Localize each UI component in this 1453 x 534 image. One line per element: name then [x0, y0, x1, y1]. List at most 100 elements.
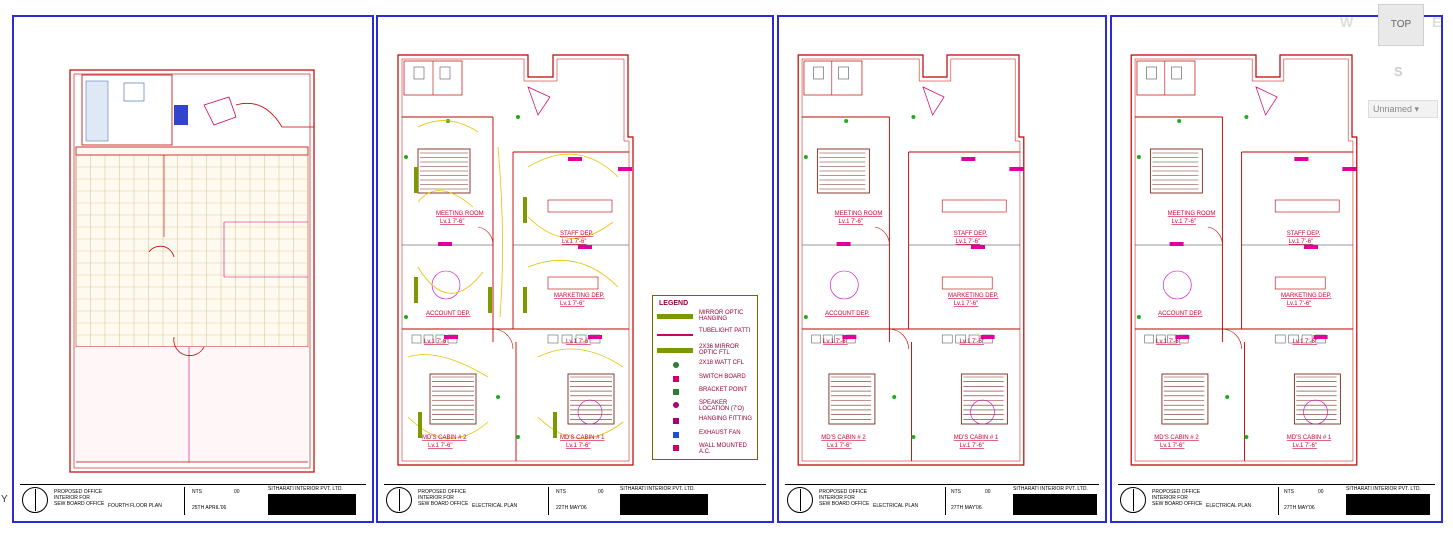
- svg-text:Lv.1 7'-6": Lv.1 7'-6": [1292, 443, 1317, 449]
- svg-text:Lv.1 7'-6": Lv.1 7'-6": [560, 301, 585, 307]
- north-arrow-icon: [22, 487, 48, 513]
- svg-text:Lv.1 7'-6": Lv.1 7'-6": [956, 239, 981, 245]
- scale-value: NTS: [192, 489, 202, 495]
- svg-text:Lv.1 7'-6": Lv.1 7'-6": [1160, 443, 1185, 449]
- svg-text:Lv.1 7'-6": Lv.1 7'-6": [959, 443, 984, 449]
- svg-text:MARKETING DEP.: MARKETING DEP.: [554, 293, 605, 299]
- svg-text:MARKETING DEP.: MARKETING DEP.: [1281, 293, 1332, 299]
- cfl-icon: [673, 362, 679, 368]
- date-value: 25TH APRIL'06: [192, 505, 227, 511]
- redacted-block: [1346, 494, 1430, 515]
- firm-name: SITHARATI INTERIOR PVT. LTD.: [268, 486, 343, 492]
- chevron-down-icon: ▾: [1414, 104, 1420, 114]
- svg-text:MD'S CABIN # 1: MD'S CABIN # 1: [954, 435, 999, 441]
- drawing-sheet-electrical-2[interactable]: MEETING ROOM Lv.1 7'-6" STAFF DEP. Lv.1 7'-…: [777, 15, 1107, 523]
- legend-item-label: HANGING FITTING: [699, 416, 752, 422]
- legend-item: HANGING FITTING: [657, 416, 753, 428]
- revision-value: 00: [598, 489, 604, 495]
- svg-text:MD'S CABIN # 2: MD'S CABIN # 2: [821, 435, 866, 441]
- north-arrow-icon: [787, 487, 813, 513]
- svg-text:MEETING ROOM: MEETING ROOM: [436, 211, 484, 217]
- viewcube-top-face[interactable]: TOP: [1378, 4, 1424, 46]
- svg-text:Lv.1 7'-6": Lv.1 7'-6": [424, 339, 449, 345]
- svg-text:Lv.1 7'-6": Lv.1 7'-6": [566, 443, 591, 449]
- legend-item-label: SPEAKER LOCATION (7'O): [699, 400, 745, 412]
- legend-item-label: MIRROR OPTIC HANGING: [699, 310, 744, 322]
- legend-item-label: TUBELIGHT PATTI: [699, 328, 751, 334]
- legend-item: 2X36 MIRROR OPTIC FTL: [657, 344, 753, 356]
- firm-name: SITHARATI INTERIOR PVT. LTD.: [1346, 486, 1421, 492]
- legend-panel: LEGEND MIRROR OPTIC HANGING TUBELIGHT PAT…: [652, 295, 758, 460]
- ac-icon: [673, 445, 679, 451]
- viewcube-south-label[interactable]: S: [1394, 64, 1403, 79]
- legend-item: SPEAKER LOCATION (7'O): [657, 400, 753, 412]
- plan-title: ELECTRICAL PLAN: [472, 503, 518, 509]
- svg-text:Lv.1 7'-6": Lv.1 7'-6": [562, 239, 587, 245]
- svg-text:Lv.1 7'-6": Lv.1 7'-6": [839, 219, 864, 225]
- date-value: 27TH MAY'06: [1284, 505, 1315, 511]
- svg-text:MARKETING DEP.: MARKETING DEP.: [948, 293, 999, 299]
- speaker-icon: [673, 402, 679, 408]
- date-value: 22TH MAY'06: [556, 505, 587, 511]
- svg-text:Lv.1 7'-6": Lv.1 7'-6": [954, 301, 979, 307]
- legend-title: LEGEND: [659, 300, 689, 307]
- legend-item-label: SWITCH BOARD: [699, 374, 746, 380]
- svg-text:Lv.1 7'-6": Lv.1 7'-6": [827, 443, 852, 449]
- view-name-label: Unnamed: [1373, 104, 1413, 114]
- legend-item: 2X18 WATT CFL: [657, 360, 753, 372]
- scale-value: NTS: [1284, 489, 1294, 495]
- svg-text:Lv.1 7'-6": Lv.1 7'-6": [428, 443, 453, 449]
- date-value: 27TH MAY'06: [951, 505, 982, 511]
- drawing-sheet-electrical-1[interactable]: MEETING ROOM Lv.1 7'-6" STAFF DEP. Lv.1 7'-…: [376, 15, 774, 523]
- north-arrow-icon: [386, 487, 412, 513]
- legend-item: EXHAUST FAN: [657, 430, 753, 442]
- svg-text:MEETING ROOM: MEETING ROOM: [835, 211, 883, 217]
- redacted-block: [1013, 494, 1097, 515]
- hanging-fitting-icon: [673, 418, 679, 424]
- north-arrow-icon: [1120, 487, 1146, 513]
- svg-text:Lv.1 7'-6": Lv.1 7'-6": [1172, 219, 1197, 225]
- redacted-block: [620, 494, 708, 515]
- legend-item-label: 2X36 MIRROR OPTIC FTL: [699, 344, 740, 356]
- svg-text:STAFF DEP.: STAFF DEP.: [560, 231, 594, 237]
- legend-item-label: BRACKET POINT: [699, 387, 748, 393]
- svg-text:Lv.1 7'-6": Lv.1 7'-6": [1156, 339, 1181, 345]
- plan-title: ELECTRICAL PLAN: [873, 503, 919, 509]
- revision-value: 00: [985, 489, 991, 495]
- scale-value: NTS: [556, 489, 566, 495]
- revision-value: 00: [1318, 489, 1324, 495]
- viewcube-west-label[interactable]: W: [1340, 14, 1354, 30]
- legend-item: SWITCH BOARD: [657, 374, 753, 386]
- svg-text:ACCOUNT DEP.: ACCOUNT DEP.: [1158, 311, 1203, 317]
- legend-item-label: WALL MOUNTED A.C.: [699, 443, 747, 455]
- legend-item-label: 2X18 WATT CFL: [699, 360, 744, 366]
- viewcube-east-label[interactable]: E: [1432, 14, 1442, 30]
- firm-name: SITHARATI INTERIOR PVT. LTD.: [1013, 486, 1088, 492]
- exhaust-fan-icon: [673, 432, 679, 438]
- svg-text:STAFF DEP.: STAFF DEP.: [1287, 231, 1321, 237]
- svg-text:MD'S CABIN # 2: MD'S CABIN # 2: [1154, 435, 1199, 441]
- view-name-dropdown[interactable]: Unnamed ▾: [1368, 100, 1438, 118]
- svg-text:Lv.1 7'-6": Lv.1 7'-6": [823, 339, 848, 345]
- ucs-y-axis-label: Y: [1, 494, 8, 505]
- scale-value: NTS: [951, 489, 961, 495]
- switch-board-icon: [673, 376, 679, 382]
- svg-text:ACCOUNT DEP.: ACCOUNT DEP.: [426, 311, 471, 317]
- svg-text:STAFF DEP.: STAFF DEP.: [954, 231, 988, 237]
- legend-item: MIRROR OPTIC HANGING: [657, 310, 753, 322]
- tubelight-icon: [657, 334, 693, 344]
- svg-text:ACCOUNT DEP.: ACCOUNT DEP.: [825, 311, 870, 317]
- svg-text:Lv.1 7'-6": Lv.1 7'-6": [1287, 301, 1312, 307]
- electrical-plan-drawing-2: MEETING ROOM Lv.1 7'-6" STAFF DEP. Lv.1 7'-…: [797, 54, 1025, 466]
- legend-item-label: EXHAUST FAN: [699, 430, 741, 436]
- svg-text:Lv.1 7'-6": Lv.1 7'-6": [566, 339, 591, 345]
- fourth-floor-plan-drawing: [69, 69, 315, 473]
- electrical-plan-drawing-1: MEETING ROOM Lv.1 7'-6" STAFF DEP. Lv.1 7'-…: [397, 54, 634, 466]
- svg-text:MD'S CABIN # 1: MD'S CABIN # 1: [1287, 435, 1332, 441]
